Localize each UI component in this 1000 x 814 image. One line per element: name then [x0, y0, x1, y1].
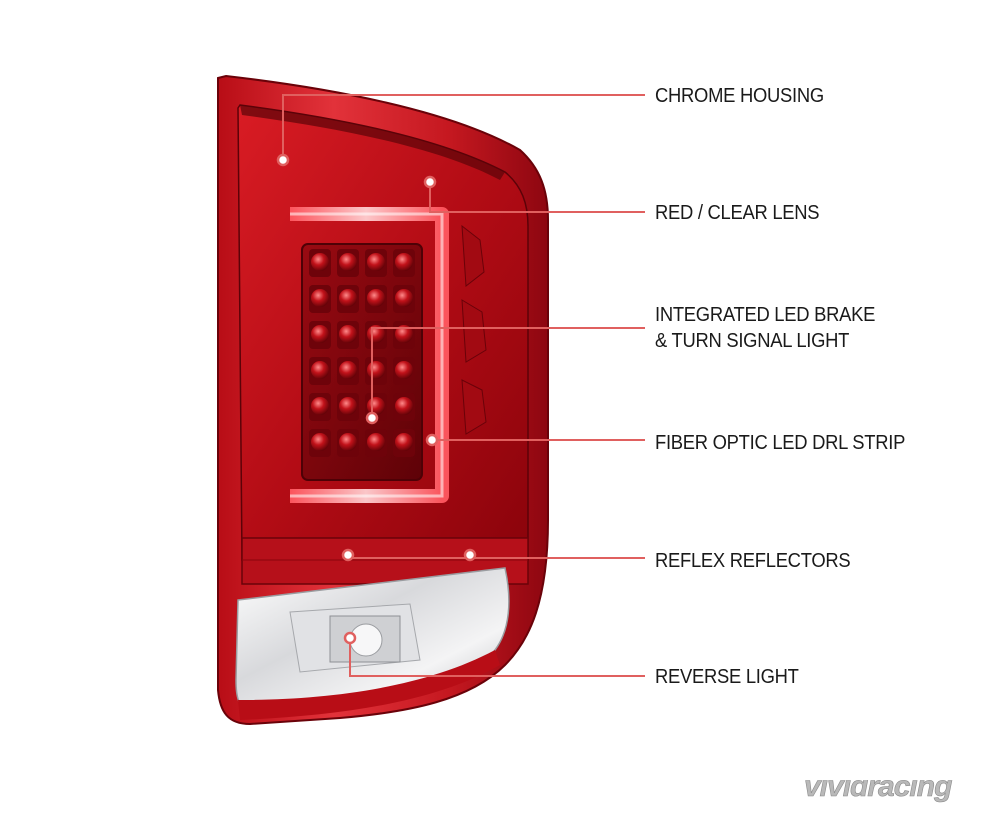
led-dot [311, 253, 329, 271]
callout-leaders [282, 94, 645, 677]
led-dot [311, 325, 329, 343]
led-dot [311, 289, 329, 307]
dot-reverse-light [343, 631, 357, 645]
dot-chrome-housing [276, 153, 290, 167]
leader-led-brake-turn [371, 327, 645, 418]
leader-red-clear-lens [429, 182, 645, 213]
led-dot [395, 325, 413, 343]
side-facet [461, 379, 487, 435]
label-line: RED / CLEAR LENS [655, 202, 820, 224]
led-dot [339, 361, 357, 379]
dot-led-brake-turn [365, 411, 379, 425]
dot-fiber-optic-drl [425, 433, 439, 447]
led-dot [339, 253, 357, 271]
led-dot [339, 289, 357, 307]
label-line: REVERSE LIGHT [655, 666, 799, 688]
label-line: REFLEX REFLECTORS [655, 550, 851, 572]
label-fiber-optic-drl: FIBER OPTIC LED DRL STRIP [655, 430, 905, 456]
leader-chrome-housing [282, 94, 645, 160]
side-facet [461, 299, 487, 363]
vividracing-logo-text: vividracing [804, 780, 952, 803]
led-dot [395, 397, 413, 415]
label-red-clear-lens: RED / CLEAR LENS [655, 200, 820, 226]
led-dot [367, 253, 385, 271]
side-facet [461, 224, 485, 287]
led-grid [309, 249, 415, 457]
lower-trim [238, 650, 500, 720]
led-dot [311, 397, 329, 415]
led-dot [339, 433, 357, 451]
led-dot [367, 289, 385, 307]
led-panel [301, 243, 423, 481]
led-dot [367, 361, 385, 379]
chrome-rim [240, 105, 505, 180]
led-dot [339, 397, 357, 415]
led-dot [395, 289, 413, 307]
led-dot [367, 433, 385, 451]
dot-reflex-reflector-left [341, 548, 355, 562]
led-dot [339, 325, 357, 343]
led-dot [395, 433, 413, 451]
label-reverse-light: REVERSE LIGHT [655, 664, 799, 690]
label-led-brake-turn: INTEGRATED LED BRAKE & TURN SIGNAL LIGHT [655, 302, 875, 354]
led-dot [311, 361, 329, 379]
dot-red-clear-lens [423, 175, 437, 189]
led-dot [395, 253, 413, 271]
callout-dots [276, 153, 477, 645]
led-dot [311, 433, 329, 451]
label-chrome-housing: CHROME HOUSING [655, 83, 824, 109]
label-line: & TURN SIGNAL LIGHT [655, 330, 850, 352]
leader-reverse-light [349, 638, 645, 677]
label-line: INTEGRATED LED BRAKE [655, 304, 876, 326]
label-line: CHROME HOUSING [655, 85, 824, 107]
vividracing-logo: vividracing [804, 780, 954, 803]
label-line: FIBER OPTIC LED DRL STRIP [655, 432, 906, 454]
dot-reflex-reflector-right [463, 548, 477, 562]
label-reflex-reflectors: REFLEX REFLECTORS [655, 548, 851, 574]
led-dot [395, 361, 413, 379]
